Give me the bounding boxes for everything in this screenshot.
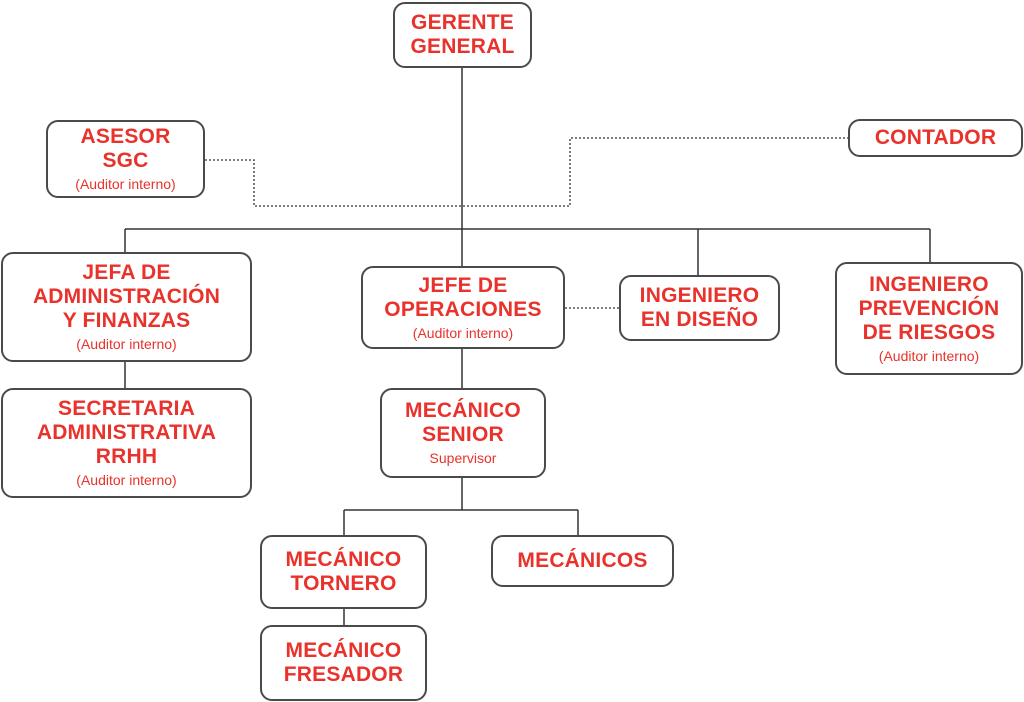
node-contador: CONTADOR — [848, 119, 1023, 157]
node-title: MECÁNICO SENIOR — [405, 399, 521, 446]
node-gerente-general: GERENTE GENERAL — [393, 2, 532, 68]
node-mecanicos: MECÁNICOS — [491, 535, 674, 587]
node-secretaria: SECRETARIA ADMINISTRATIVA RRHH (Auditor … — [1, 388, 252, 498]
node-subtitle: (Auditor interno) — [76, 472, 177, 488]
node-title: SECRETARIA ADMINISTRATIVA RRHH — [36, 397, 217, 468]
node-subtitle: Supervisor — [429, 450, 497, 466]
node-title: MECÁNICO TORNERO — [285, 548, 402, 595]
node-subtitle: (Auditor interno) — [76, 336, 177, 352]
node-ingeniero-diseno: INGENIERO EN DISEÑO — [619, 275, 780, 341]
node-jefa-administracion: JEFA DE ADMINISTRACIÓN Y FINANZAS (Audit… — [1, 252, 252, 362]
node-title: MECÁNICOS — [517, 549, 648, 572]
node-mecanico-senior: MECÁNICO SENIOR Supervisor — [380, 388, 546, 478]
node-title: INGENIERO EN DISEÑO — [639, 284, 760, 331]
node-ingeniero-prevencion: INGENIERO PREVENCIÓN DE RIESGOS (Auditor… — [835, 262, 1023, 375]
node-title: ASESOR SGC — [80, 125, 171, 172]
node-title: JEFA DE ADMINISTRACIÓN Y FINANZAS — [32, 261, 221, 332]
node-mecanico-fresador: MECÁNICO FRESADOR — [260, 625, 427, 701]
node-subtitle: (Auditor interno) — [878, 347, 980, 364]
node-title: INGENIERO PREVENCIÓN DE RIESGOS — [858, 272, 1000, 344]
node-asesor-sgc: ASESOR SGC (Auditor interno) — [46, 120, 205, 198]
node-title: GERENTE GENERAL — [410, 11, 515, 58]
node-title: JEFE DE OPERACIONES — [384, 273, 542, 321]
node-title: CONTADOR — [874, 126, 997, 149]
node-title: MECÁNICO FRESADOR — [283, 639, 404, 686]
node-subtitle: (Auditor interno) — [412, 324, 514, 341]
node-mecanico-tornero: MECÁNICO TORNERO — [260, 535, 427, 609]
node-subtitle: (Auditor interno) — [75, 176, 176, 192]
node-jefe-operaciones: JEFE DE OPERACIONES (Auditor interno) — [361, 266, 565, 349]
dotted-connector — [205, 137, 848, 207]
